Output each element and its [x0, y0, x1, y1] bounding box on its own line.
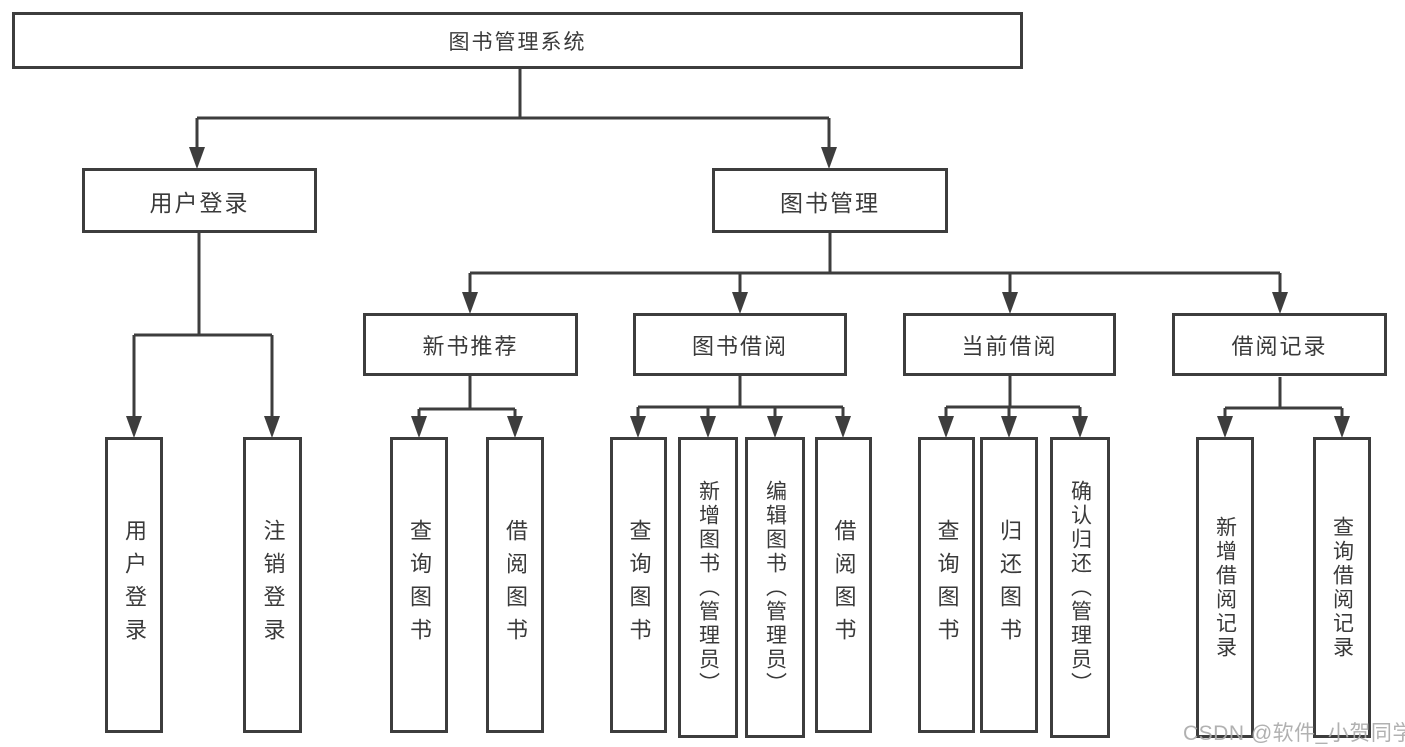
node-borrowing-records: 借阅记录	[1172, 313, 1387, 376]
leaf-label: 新增图书（管理员）	[696, 479, 720, 696]
leaf-label: 借阅图书	[503, 519, 528, 651]
arrowheads	[126, 147, 1350, 438]
leaf-label: 借阅图书	[831, 519, 857, 651]
connector-bookmgmt-to-l3	[468, 233, 1282, 300]
node-label: 借阅记录	[1231, 333, 1328, 359]
node-label: 用户登录	[149, 189, 250, 216]
connector-root-to-l2	[195, 69, 831, 155]
leaf-label: 注销登录	[260, 519, 286, 651]
leaf-edit-book-admin: 编辑图书（管理员）	[745, 437, 805, 738]
leaf-label: 查询图书	[407, 519, 432, 651]
leaf-query-book-under-newbook: 查询图书	[390, 437, 448, 733]
leaf-user-login: 用户登录	[105, 437, 163, 733]
leaf-query-borrow-record: 查询借阅记录	[1313, 437, 1371, 738]
node-label: 当前借阅	[961, 333, 1058, 359]
leaf-label: 归还图书	[997, 519, 1022, 651]
node-current-borrowing: 当前借阅	[903, 313, 1116, 376]
node-label: 新书推荐	[422, 333, 519, 359]
leaf-confirm-return-admin: 确认归还（管理员）	[1050, 437, 1110, 738]
leaf-label: 查询图书	[626, 519, 652, 651]
node-book-management: 图书管理	[712, 168, 948, 233]
leaf-add-book-admin: 新增图书（管理员）	[678, 437, 738, 738]
leaf-label: 查询借阅记录	[1330, 515, 1354, 660]
node-label: 图书管理	[780, 189, 880, 216]
csdn-watermark: CSDN @软件_小贺同学	[1183, 722, 1405, 745]
node-label: 图书借阅	[691, 333, 788, 359]
leaf-label: 确认归还（管理员）	[1068, 479, 1092, 696]
leaf-logout: 注销登录	[243, 437, 302, 733]
node-user-login: 用户登录	[82, 168, 317, 233]
node-book-borrowing: 图书借阅	[633, 313, 847, 376]
leaf-borrow-book-under-borrowing: 借阅图书	[815, 437, 872, 733]
leaf-return-book: 归还图书	[980, 437, 1038, 733]
connector-bookborrow-to-leaves	[636, 376, 845, 424]
connector-userlogin-to-leaves	[132, 233, 274, 424]
leaf-label: 用户登录	[122, 519, 147, 651]
node-new-book-recommendation: 新书推荐	[363, 313, 578, 376]
leaf-label: 新增借阅记录	[1213, 515, 1237, 660]
leaf-label: 查询图书	[934, 519, 960, 651]
node-root-library-system: 图书管理系统	[12, 12, 1023, 69]
leaf-add-borrow-record: 新增借阅记录	[1196, 437, 1254, 738]
connector-newbook-to-leaves	[417, 376, 517, 424]
node-label: 图书管理系统	[448, 30, 587, 54]
leaf-query-book-under-current: 查询图书	[918, 437, 975, 733]
leaf-label: 编辑图书（管理员）	[763, 479, 787, 696]
leaf-borrow-book-under-newbook: 借阅图书	[486, 437, 544, 733]
connector-currentborrow-to-leaves	[944, 376, 1082, 424]
connector-records-to-leaves	[1223, 377, 1344, 424]
leaf-query-book-under-borrowing: 查询图书	[610, 437, 667, 733]
